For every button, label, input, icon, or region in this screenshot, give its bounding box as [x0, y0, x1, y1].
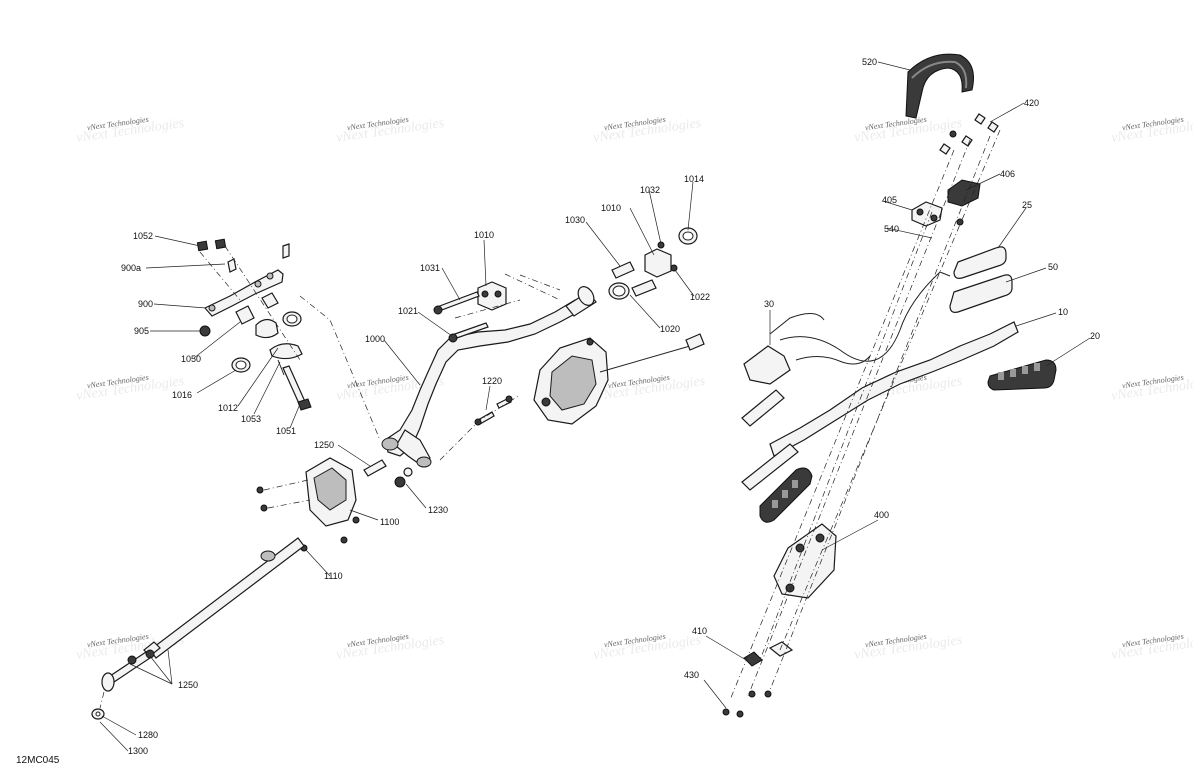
- callout-1030: 1030: [565, 215, 585, 225]
- callout-1053: 1053: [241, 414, 261, 424]
- clamp-1032: [644, 248, 672, 278]
- clamp-1012: [269, 343, 303, 360]
- housing-group: [533, 333, 705, 425]
- cap-1052: [196, 238, 290, 273]
- callout-25: 25: [1022, 200, 1032, 210]
- callout-1021: 1021: [398, 306, 418, 316]
- callout-1010-b: 1010: [601, 203, 621, 213]
- callout-1100: 1100: [380, 517, 399, 527]
- clamp-405: [911, 201, 943, 227]
- callout-1250-a: 1250: [314, 440, 334, 450]
- callout-1051: 1051: [276, 426, 296, 436]
- callout-1110: 1110: [324, 571, 343, 581]
- callout-900: 900: [138, 299, 153, 309]
- callout-1250-b: 1250: [178, 680, 198, 690]
- callout-405: 405: [882, 195, 897, 205]
- callout-1220: 1220: [482, 376, 502, 386]
- callout-50: 50: [1048, 262, 1058, 272]
- callout-1032: 1032: [640, 185, 660, 195]
- callout-1012: 1012: [218, 403, 238, 413]
- nut-905: [199, 325, 211, 337]
- callout-1016: 1016: [172, 390, 192, 400]
- callout-1280: 1280: [138, 730, 158, 740]
- callout-1020: 1020: [660, 324, 680, 334]
- leader-lines: [99, 61, 1091, 752]
- callout-20: 20: [1090, 331, 1100, 341]
- callout-1230: 1230: [428, 505, 448, 515]
- callout-1031: 1031: [420, 263, 440, 273]
- riser-400: [773, 523, 837, 599]
- callout-labels: 1052 900a 900 905 1050 1016 1012 1053 10…: [121, 57, 1100, 756]
- riser-bracket-group: [196, 238, 381, 441]
- callout-1052: 1052: [133, 231, 153, 241]
- callout-1000: 1000: [365, 334, 385, 344]
- callout-430: 430: [684, 670, 699, 680]
- callout-10: 10: [1058, 307, 1068, 317]
- bolt-1031: [436, 291, 480, 312]
- clamp-406: [947, 179, 981, 207]
- tube-50: [949, 274, 1013, 313]
- block-1050: [235, 292, 279, 325]
- callout-1014: 1014: [684, 174, 704, 184]
- callout-410: 410: [692, 626, 707, 636]
- callout-30: 30: [764, 299, 774, 309]
- drawing-code: 12MC045: [16, 755, 60, 766]
- callout-1010-a: 1010: [474, 230, 494, 240]
- callout-400: 400: [874, 510, 889, 520]
- callout-420: 420: [1024, 98, 1039, 108]
- callout-1300: 1300: [128, 746, 148, 756]
- handlebar-1000-group: [381, 227, 698, 468]
- callout-520: 520: [862, 57, 877, 67]
- callout-406: 406: [1000, 169, 1015, 179]
- handlebar-10: [769, 321, 1019, 457]
- steering-shaft: [149, 537, 305, 659]
- callout-1022: 1022: [690, 292, 710, 302]
- callout-1050: 1050: [181, 354, 201, 364]
- callout-540: 540: [884, 224, 899, 234]
- switch-30: [743, 345, 791, 385]
- right-assembly-group: [722, 53, 1057, 718]
- bracket-900: [204, 269, 284, 317]
- callout-905: 905: [134, 326, 149, 336]
- tube-25: [953, 246, 1007, 279]
- steering-column-group: [91, 457, 413, 720]
- callout-900a: 900a: [121, 263, 141, 273]
